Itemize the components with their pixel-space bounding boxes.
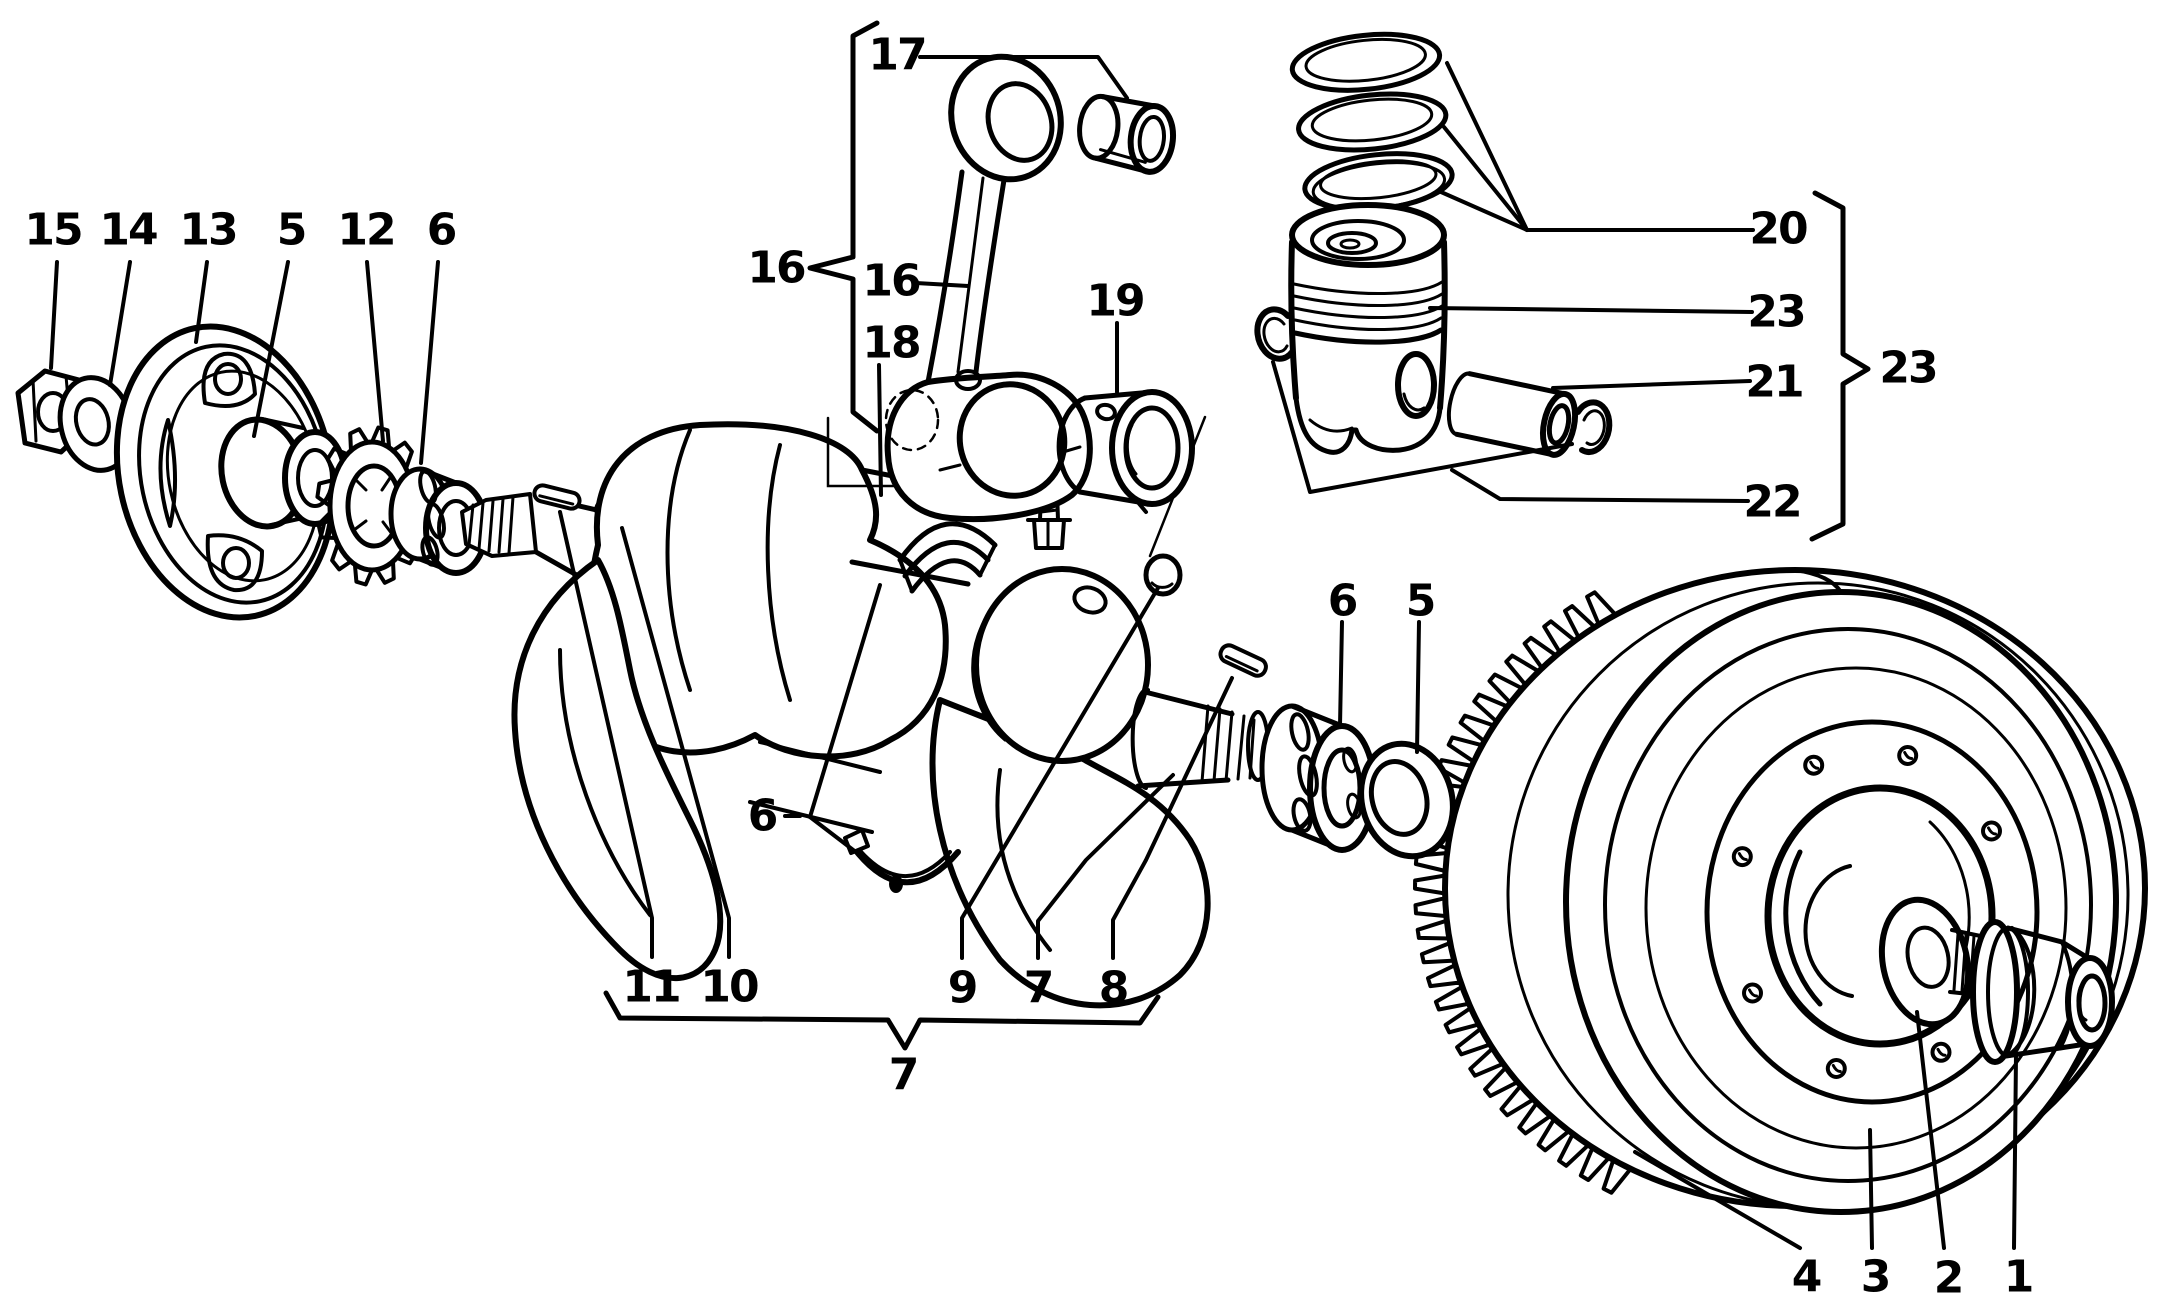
sealing-plug [1143,553,1183,597]
bolt-hole-detail [1737,852,1748,862]
bolt-hole-detail [1809,760,1820,770]
connecting-rod-group [884,53,1195,523]
part-label-10-20: 10 [700,962,758,1013]
leader-line-6 [419,260,440,465]
leader-line-6 [808,815,884,874]
leader-line-20 [1445,61,1755,232]
piston [1288,202,1448,455]
leader-line-16 [914,281,970,288]
bracket-16 [807,20,880,434]
rear-seal-ring [1358,740,1456,860]
part-label-6-18: 6 [748,791,777,842]
leader-line-2 [1915,1010,1946,1250]
crankshaft-body [511,421,1270,1009]
bolt-hole-detail [1987,826,1997,836]
bolt-hole-detail [1748,988,1758,998]
flywheel-bolt-hole [1731,846,1753,868]
part-label-2-27: 2 [1934,1253,1963,1304]
leader-line-8 [1111,676,1234,960]
leader-line-9 [960,586,1160,960]
part-label-7-24: 7 [889,1050,918,1101]
leader-line-5 [252,260,290,438]
bracket-23 [1809,190,1871,542]
small-end-bushing [1077,93,1177,175]
woodruff-key-front-left [532,483,582,511]
leader-line-6 [1338,620,1344,728]
leader-line-22 [1271,360,1574,494]
part-label-7-22: 7 [1024,963,1053,1014]
leader-line-11 [558,510,654,959]
leader-line-13 [194,260,209,344]
part-label-16-7: 16 [747,243,805,294]
leader-line-20 [1439,190,1529,232]
flywheel-group [1259,567,2148,1215]
woodruff-key-rear [1218,643,1268,678]
part-label-1-28: 1 [2004,1252,2033,1303]
leader-line-5 [1415,620,1421,754]
part-label-5-3: 5 [277,205,306,256]
bracket-7 [603,990,1161,1051]
leader-line-4 [1633,1150,1802,1250]
leader-line-10 [620,526,731,959]
bolt-hole-detail [1903,751,1914,760]
flywheel-bolt-hole [1742,982,1763,1004]
part-label-16-8: 16 [862,256,920,307]
part-label-15-0: 15 [24,205,81,256]
part-label-9-21: 9 [948,963,977,1014]
rear-bushing [1259,703,1377,853]
leader-line-22 [1450,468,1750,503]
part-label-20-11: 20 [1749,204,1807,255]
part-label-14-1: 14 [99,205,157,256]
part-label-12-4: 12 [337,205,394,256]
leader-line-3 [1868,1128,1874,1250]
pulley-washer [57,375,135,473]
part-label-4-25: 4 [1792,1252,1821,1303]
bolt-hole-detail [1831,1064,1842,1073]
part-label-3-26: 3 [1861,1252,1890,1303]
leader-line-1 [2012,1053,2018,1250]
flywheel-bolt-hole [1930,1041,1952,1063]
big-end-bearing-shell [1056,389,1195,514]
part-label-5-17: 5 [1406,576,1435,627]
leader-line-17 [918,55,1129,100]
piston-rings [1289,31,1455,213]
part-label-13-2: 13 [179,205,236,256]
piston-group [1254,31,1613,458]
leader-line-14 [108,260,132,387]
part-label-11-19: 11 [622,962,679,1013]
leader-line-15 [49,260,59,370]
leader-line-23 [1428,306,1754,314]
part-label-17-6: 17 [868,30,925,81]
circlip-left [1254,306,1295,362]
leader-line-12 [365,260,385,443]
flywheel-bolt-hole [1897,745,1919,766]
bolt-hole-detail [1936,1047,1947,1057]
part-label-21-13: 21 [1745,357,1802,408]
part-label-8-23: 8 [1099,963,1128,1014]
part-label-6-5: 6 [427,205,456,256]
flywheel-bolt-hole [1825,1058,1847,1079]
circlip-right [1575,399,1613,455]
main-bearing-shell-upper [897,521,998,594]
part-label-22-14: 22 [1743,477,1800,528]
part-label-18-9: 18 [862,318,919,369]
part-label-23-12: 23 [1747,287,1804,338]
flywheel-bolt-hole [1981,820,2002,842]
part-label-23-15: 23 [1879,343,1936,394]
part-label-6-16: 6 [1328,576,1357,627]
flywheel-bolt-hole [1803,754,1825,776]
leader-line-6 [808,583,882,819]
leader-line-20 [1442,125,1529,232]
part-label-19-10: 19 [1086,276,1143,327]
leader-line-7 [1036,773,1175,960]
pulley-group [15,323,489,621]
flywheel-nut [1970,919,2115,1065]
flywheel [1413,567,2148,1215]
leader-line-21 [1551,379,1752,390]
piston-pin [1446,371,1579,458]
leader-line-18 [877,363,883,497]
